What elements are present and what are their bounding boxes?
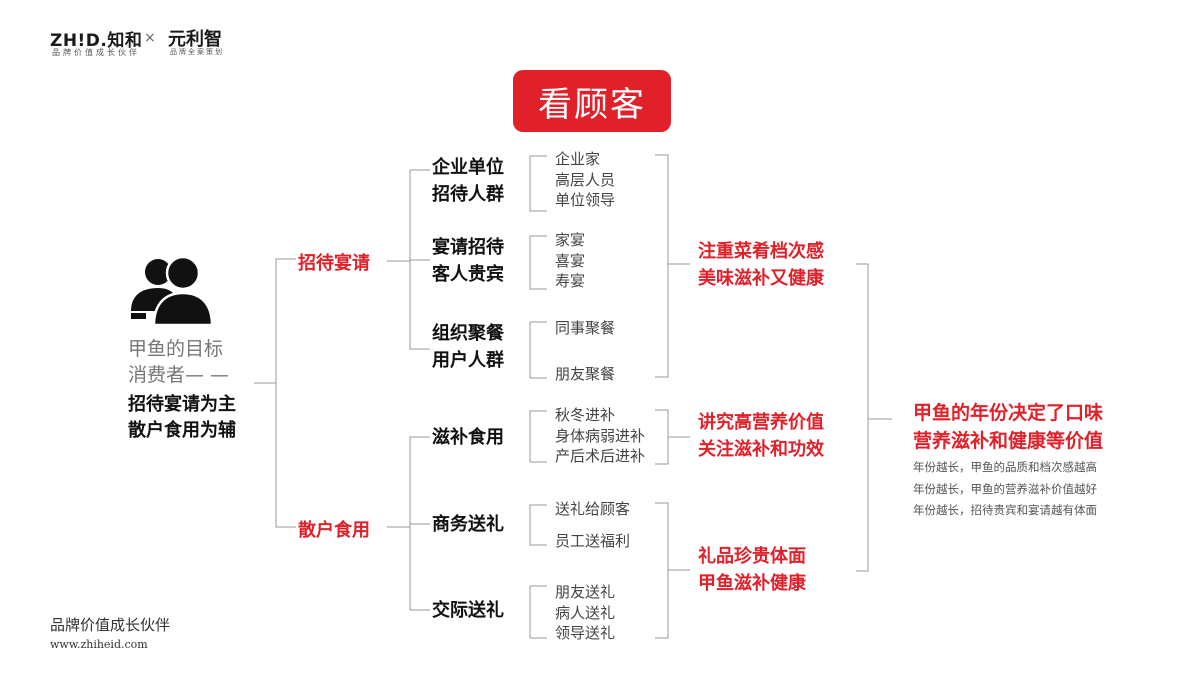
group-business-gift: 商务送礼 (432, 514, 504, 535)
group-nourish: 滋补食用 (432, 427, 504, 448)
items-corporate: 企业家 高层人员 单位领导 (555, 149, 615, 211)
list-item: 家宴 (555, 231, 586, 249)
summary-line: 甲鱼滋补健康 (698, 573, 806, 594)
branch-retail: 散户食用 (298, 520, 370, 541)
list-item: 高层人员 (555, 170, 616, 189)
list-item: 企业家 (555, 150, 601, 168)
summary-line: 礼品珍贵体面 (698, 546, 806, 567)
summary-banquet: 注重菜肴档次感 美味滋补又健康 (698, 238, 824, 292)
branch-banquet: 招待宴请 (298, 253, 370, 274)
target-secondary: 散户食用为辅 (128, 420, 236, 441)
items-guests: 家宴 喜宴 寿宴 (555, 230, 585, 292)
person-group-icon (131, 255, 214, 327)
group-label: 招待人群 (432, 184, 504, 205)
list-item: 喜宴 (555, 251, 586, 270)
list-item: 员工送福利 (555, 532, 631, 550)
list-item: 秋冬进补 (555, 406, 616, 424)
list-item: 朋友送礼 (555, 583, 616, 601)
zhid-logo: ZH!D.知和 (50, 31, 143, 51)
group-corporate: 企业单位 招待人群 (432, 154, 504, 208)
items-nourish: 秋冬进补 身体病弱进补 产后术后进补 (555, 405, 645, 467)
conclusion-line: 甲鱼的年份决定了口味 (913, 402, 1104, 424)
group-label: 企业单位 (432, 157, 504, 178)
summary-nourish: 讲究高营养价值 关注滋补和功效 (698, 409, 824, 463)
summary-line: 美味滋补又健康 (698, 268, 824, 289)
list-item: 领导送礼 (555, 624, 616, 642)
target-primary: 招待宴请为主 (128, 394, 236, 415)
target-line-2: 消费者— — (128, 364, 230, 386)
footer-slogan: 品牌价值成长伙伴 (50, 616, 171, 634)
summary-line: 讲究高营养价值 (698, 412, 824, 433)
group-label: 组织聚餐 (432, 323, 504, 344)
group-label: 客人贵宾 (432, 264, 504, 285)
summary-line: 注重菜肴档次感 (698, 241, 824, 262)
list-item: 寿宴 (555, 272, 586, 290)
items-social-gift: 朋友送礼 病人送礼 领导送礼 (555, 582, 615, 644)
partner-logo: 元利智 (168, 29, 222, 50)
group-social-gift: 交际送礼 (432, 600, 504, 621)
conclusion: 甲鱼的年份决定了口味 营养滋补和健康等价值 (913, 399, 1103, 455)
list-item: 同事聚餐 (555, 319, 616, 337)
zhid-logo-tagline: 品牌价值成长伙伴 (52, 48, 140, 57)
list-item: 身体病弱进补 (555, 426, 646, 445)
list-item: 朋友聚餐 (555, 365, 616, 383)
conclusion-note: 年份越长，甲鱼的营养滋补价值越好 (913, 481, 1097, 496)
target-line-1: 甲鱼的目标 (128, 338, 224, 360)
summary-line: 关注滋补和功效 (698, 439, 824, 460)
list-item: 产后术后进补 (555, 447, 646, 465)
list-item: 送礼给顾客 (555, 500, 631, 518)
group-label: 用户人群 (432, 350, 504, 371)
group-guests: 宴请招待 客人贵宾 (432, 234, 504, 288)
conclusion-notes: 年份越长，甲鱼的品质和档次感越高 年份越长，甲鱼的营养滋补价值越好 年份越长，招… (913, 457, 1097, 522)
page-title: 看顾客 (513, 70, 671, 132)
group-gathering: 组织聚餐 用户人群 (432, 320, 504, 374)
conclusion-note: 年份越长，甲鱼的品质和档次感越高 (913, 460, 1097, 474)
summary-gift: 礼品珍贵体面 甲鱼滋补健康 (698, 543, 806, 597)
list-item: 单位领导 (555, 191, 616, 209)
group-label: 宴请招待 (432, 237, 504, 258)
footer-url: www.zhiheid.com (50, 638, 148, 651)
conclusion-line: 营养滋补和健康等价值 (913, 430, 1104, 452)
logo-separator: × (144, 30, 156, 46)
partner-logo-tagline: 品牌全案策划 (170, 48, 224, 56)
conclusion-note: 年份越长，招待贵宾和宴请越有体面 (913, 503, 1097, 517)
list-item: 病人送礼 (555, 603, 616, 622)
